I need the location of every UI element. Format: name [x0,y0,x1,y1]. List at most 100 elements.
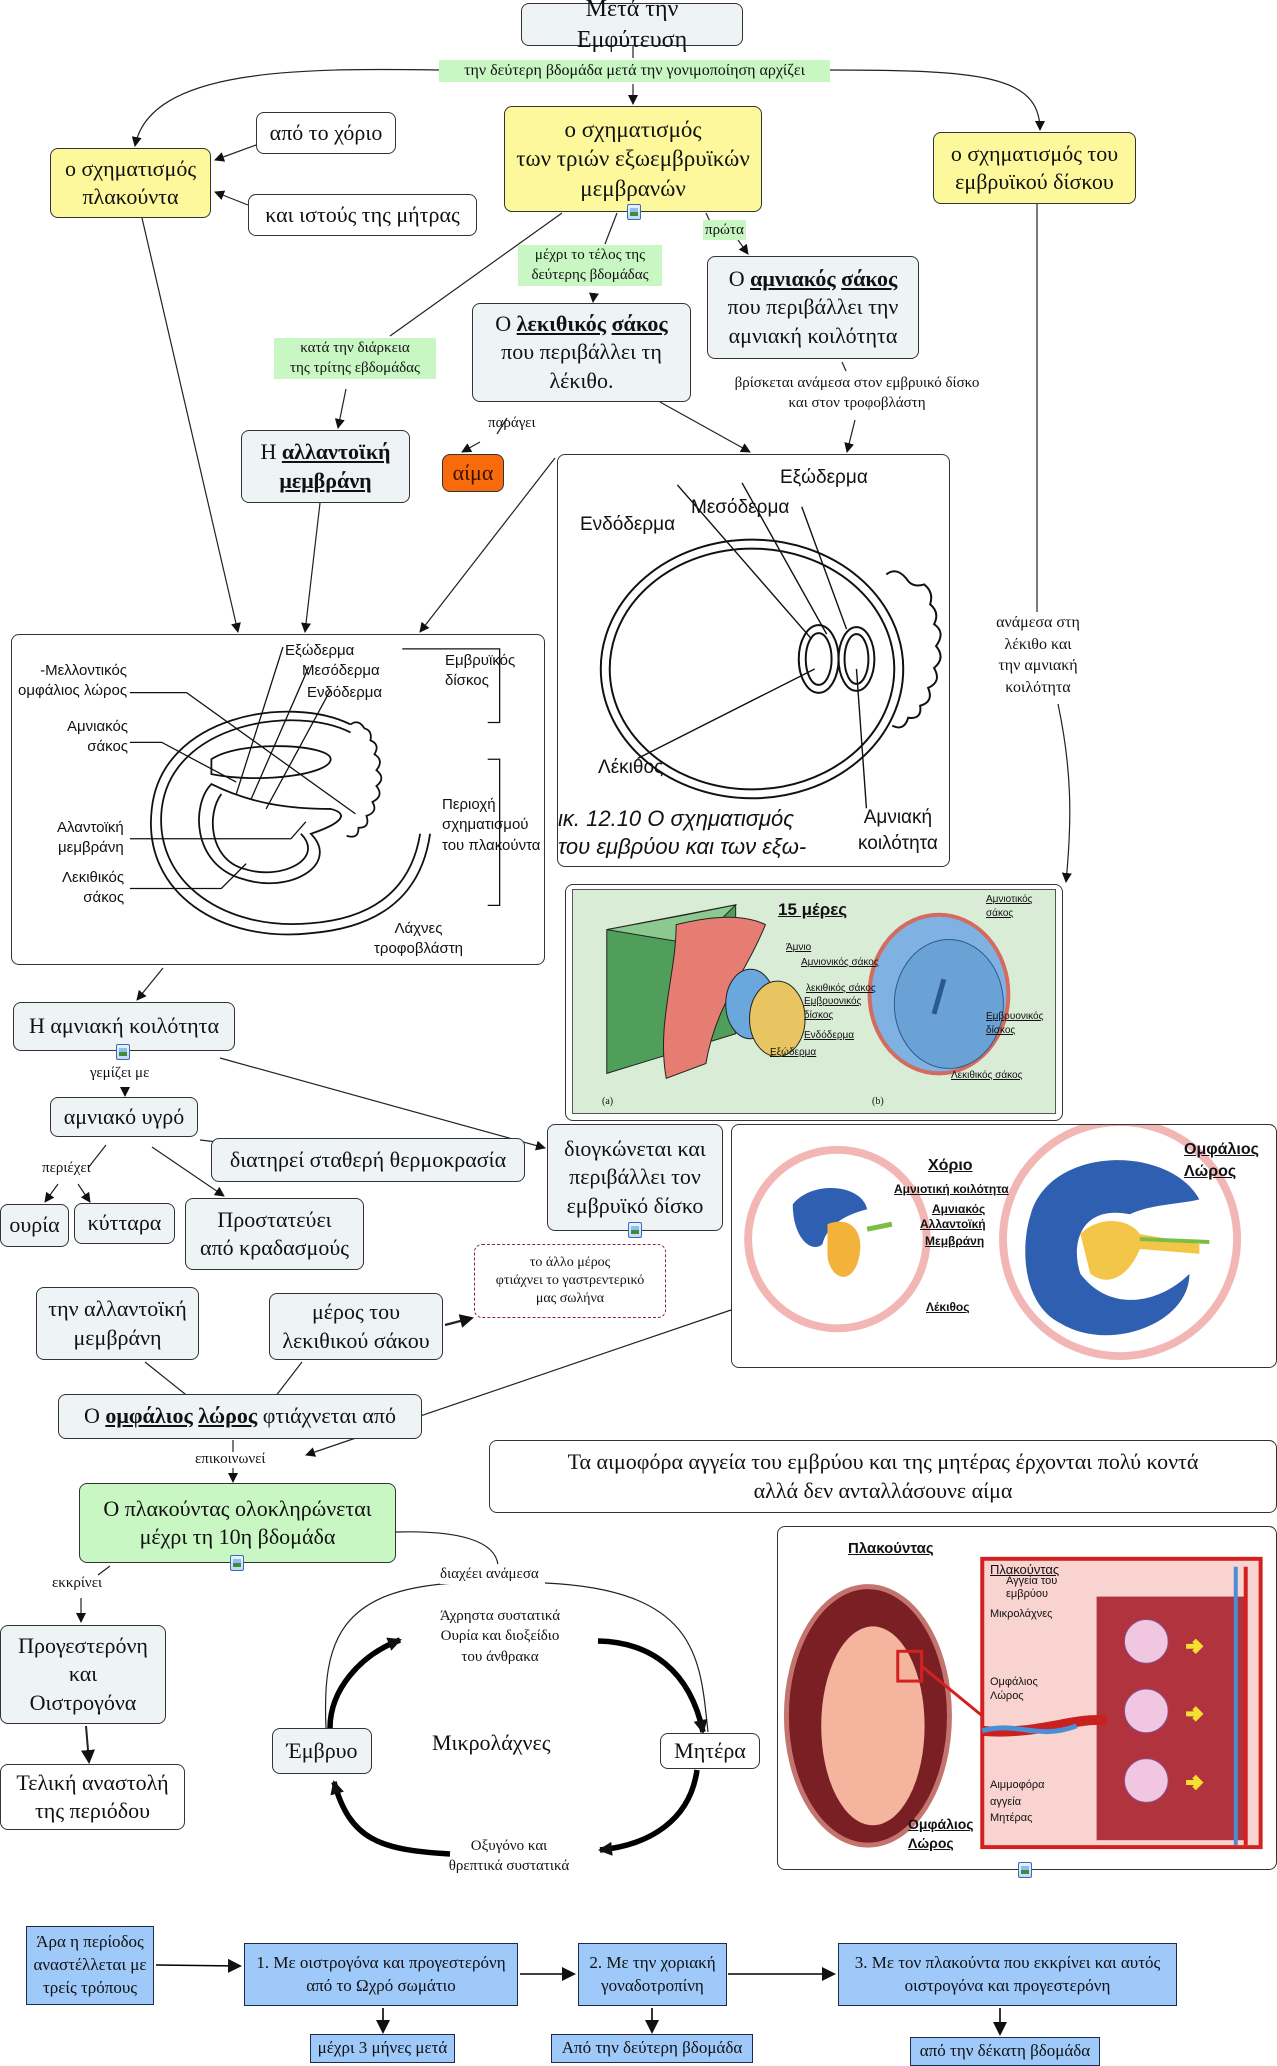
label-yolk: Λέκιθος [926,1300,970,1314]
node-expands[interactable]: διογκώνεται και περιβάλλει τον εμβρυϊκό … [547,1124,723,1231]
node-amniotic-fluid[interactable]: αμνιακό υγρό [50,1097,198,1137]
link-label-located-between: βρίσκεται ανάμεσα στον εμβρυικό δίσκο κα… [734,375,980,412]
label-mesoderm: Μεσόδερμα [691,497,790,518]
label-endoderm: Ενδόδερμα [307,684,383,701]
panel-b-label: (b) [872,1096,884,1107]
inset-label-fetal-vessels: Αγγεία του εμβρύου [1006,1575,1058,1601]
label-amniotic-cavity: Αμνιοτική κοιλότητα [894,1182,1009,1196]
label-amniotic-sac-b: Αμνιοτικός σάκος [986,894,1033,919]
note-icon[interactable] [628,1222,642,1238]
ovoid-embryo-drawing [599,482,942,809]
node-placenta-complete[interactable]: Ο πλακούντας ολοκληρώνεται μέχρι τη 10η … [79,1483,396,1563]
image-chorion-umbilical-cord[interactable]: Χόριο Αμνιοτική κοιλότητα Αμνιακός Αλλαν… [731,1124,1277,1368]
node-embryonic-disc[interactable]: ο σχηματισμός του εμβρυϊκού δίσκου [933,132,1136,204]
placenta-drawing [783,1556,1263,1850]
node-extraembryonic-membranes[interactable]: ο σχηματισμός των τριών εξωεμβρυϊκών μεμ… [504,106,762,212]
image-icon[interactable] [116,1044,130,1060]
label-waste: Άχρηστα συστατικά Ουρία και διοξείδιο το… [439,1608,561,1665]
link-label-contains: περιέχει [42,1160,91,1176]
label-yolk-sac-b: Λεκιθικός σάκος [951,1070,1023,1081]
label-amniotic: Αμνιακός [932,1202,986,1216]
node-final-stop[interactable]: Τελική αναστολή της περιόδου [0,1764,185,1830]
label-membrane: Μεμβράνη [925,1234,985,1248]
node-blood[interactable]: αίμα [442,454,504,492]
image-placenta-fetus[interactable]: Πλακούντας Ομφάλιος Λώρος Πλακούντας Αγγ… [777,1526,1277,1870]
flow-step-3[interactable]: 3. Με τον πλακούντα που εκκρίνει και αυτ… [838,1943,1177,2006]
flow-step-1-time[interactable]: μέχρι 3 μήνες μετά [310,2034,455,2063]
node-mother[interactable]: Μητέρα [660,1733,760,1769]
node-amniotic-sac[interactable]: Ο αμνιακός σάκος που περιβάλλει την αμνι… [707,256,919,359]
membranes-drawing [129,646,501,936]
fifteen-days-drawing [606,904,1011,1080]
flow-step-1[interactable]: 1. Με οιστρογόνα και προγεστερόνη από το… [244,1943,518,2006]
node-allantois[interactable]: Η αλλαντοϊκή μεμβράνη [241,430,410,503]
label-allantois: Αλλαντοϊκή [920,1217,986,1231]
node-from-chorion[interactable]: από το χόριο [256,112,396,154]
node-umbilical-cord[interactable]: Ο ομφάλιος λώρος φτιάχνεται από [58,1394,422,1439]
flow-start[interactable]: Άρα η περίοδος αναστέλλεται με τρείς τρό… [26,1926,154,2005]
label-placenta-region: Περιοχή σχηματισμού του πλακούντα [442,796,541,854]
link-label-secretes: εκκρίνει [52,1575,103,1591]
label-umbilical-cord: Ομφάλιος Λώρος [908,1816,974,1851]
chorion-drawing [744,1125,1242,1361]
label-amnion: Άμνιο [786,942,812,953]
label-trophoblast-villi: Λάχνες τροφοβλάστη [374,920,463,958]
image-icon[interactable] [1018,1862,1032,1878]
node-yolk-sac[interactable]: Ο λεκιθικός σάκος που περιβάλλει τη λέκι… [472,303,691,402]
node-placenta-formation[interactable]: ο σχηματισμός πλακούντα [50,148,211,218]
inset-label-microvilli: Μικρολάχνες [990,1608,1053,1620]
image-icon[interactable] [230,1555,244,1571]
flow-step-3-time[interactable]: από την δέκατη βδομάδα [910,2037,1100,2066]
node-blood-vessels-note[interactable]: Τα αιμοφόρα αγγεία του εμβρύου και της μ… [489,1440,1277,1513]
link-label-produces: παράγει [488,415,536,431]
node-the-allantois[interactable]: την αλλαντοϊκή μεμβράνη [36,1287,199,1360]
node-part-yolk-sac[interactable]: μέρος του λεκιθικού σάκου [269,1293,443,1360]
node-cells[interactable]: κύτταρα [74,1203,175,1244]
link-label-between-yolk: ανάμεσα στη λέκιθο και την αμνιακή κοιλό… [996,614,1080,696]
link-label-third-week: κατά την διάρκεια της τρίτης εβδομάδας [274,338,436,379]
node-constant-temperature[interactable]: διατηρεί σταθερή θερμοκρασία [211,1138,525,1182]
node-root[interactable]: Μετά την Εμφύτευση [521,0,743,53]
flow-step-2-time[interactable]: Από την δεύτερη βδομάδα [551,2034,753,2063]
label-allantois: Αλαντοϊκή μεμβράνη [57,819,124,857]
figure-caption: ικ. 12.10 Ο σχηματισμός του εμβρύου και … [558,806,807,859]
node-hormones[interactable]: Προγεστερόνη και Οιστρογόνα [0,1625,166,1724]
label-amniotic-sac: Αμνιακός σάκος [67,718,129,756]
link-label-second-week: την δεύτερη βδομάδα μετά την γονιμοποίησ… [439,60,830,82]
label-embryonic-disc-a: Εμβρυονικός δίσκος [804,996,862,1021]
flow-step-2[interactable]: 2. Με την χοριακή γοναδοτροπίνη [578,1943,727,2006]
label-amnionic-sac: Αμνιονικός σάκος [801,957,879,968]
label-oxygen: Οξυγόνο και θρεπτικά συστατικά [448,1838,570,1875]
label-yolk-sac: Λεκιθικός σάκος [62,869,125,907]
label-ectoderm: Εξώδερμα [285,642,355,659]
image-embryo-formation-fig-12-10[interactable]: Εξώδερμα Μεσόδερμα Ενδόδερμα Λέκιθος Αμν… [557,454,950,867]
label-ectoderm-a: Εξώδερμα [770,1047,817,1058]
image-embryo-membranes-diagram[interactable]: Εξώδερμα Μεσόδερμα Ενδόδερμα Εμβρυϊκός δ… [11,634,545,965]
note-icon[interactable] [627,204,641,220]
link-label-diffuses: διαχέει ανάμεσα [440,1564,539,1585]
node-embryo[interactable]: Έμβρυο [272,1728,372,1774]
label-placenta: Πλακούντας [848,1540,934,1557]
link-label-first: πρώτα [703,220,746,241]
link-label-fills-with: γεμίζει με [90,1065,150,1081]
label-mesoderm: Μεσόδερμα [302,662,380,679]
label-endoderm-a: Ενδόδερμα [804,1030,855,1041]
node-uterine-tissue[interactable]: και ιστούς της μήτρας [248,194,477,236]
label-future-umbilical-cord: -Μελλοντικός ομφάλιος λώρος [18,662,128,700]
label-embryonic-disc: Εμβρυϊκός δίσκος [445,652,516,690]
label-umbilical-cord: Ομφάλιος Λώρος [1184,1141,1259,1180]
label-amniotic-cavity: Αμνιακή κοιλότητα [858,807,938,854]
label-yolk-sac-a: λεκιθικός σάκος [806,983,876,994]
node-other-part-note[interactable]: το άλλο μέρος φτιάχνει το γαστρεντερικό … [474,1244,666,1318]
diagram-title: 15 μέρες [778,900,848,919]
inset-label-placenta: Πλακούντας [990,1562,1060,1577]
label-embryonic-disc-b: Εμβρυονικός δίσκος [986,1011,1044,1036]
panel-a-label: (a) [602,1096,614,1107]
node-urea[interactable]: ουρία [0,1204,69,1247]
label-endoderm: Ενδόδερμα [580,514,676,535]
inset-label-maternal-vessels: Αιμμοφόρα αγγεία Μητέρας [990,1779,1045,1824]
image-15-days[interactable]: 15 μέρες Άμνιο Αμνιονικός σάκος λεκιθικό… [565,884,1063,1121]
node-protects[interactable]: Προστατεύει από κραδασμούς [185,1198,364,1270]
label-yolk: Λέκιθος [598,757,664,778]
link-label-communicates: επικοινωνεί [195,1451,266,1467]
